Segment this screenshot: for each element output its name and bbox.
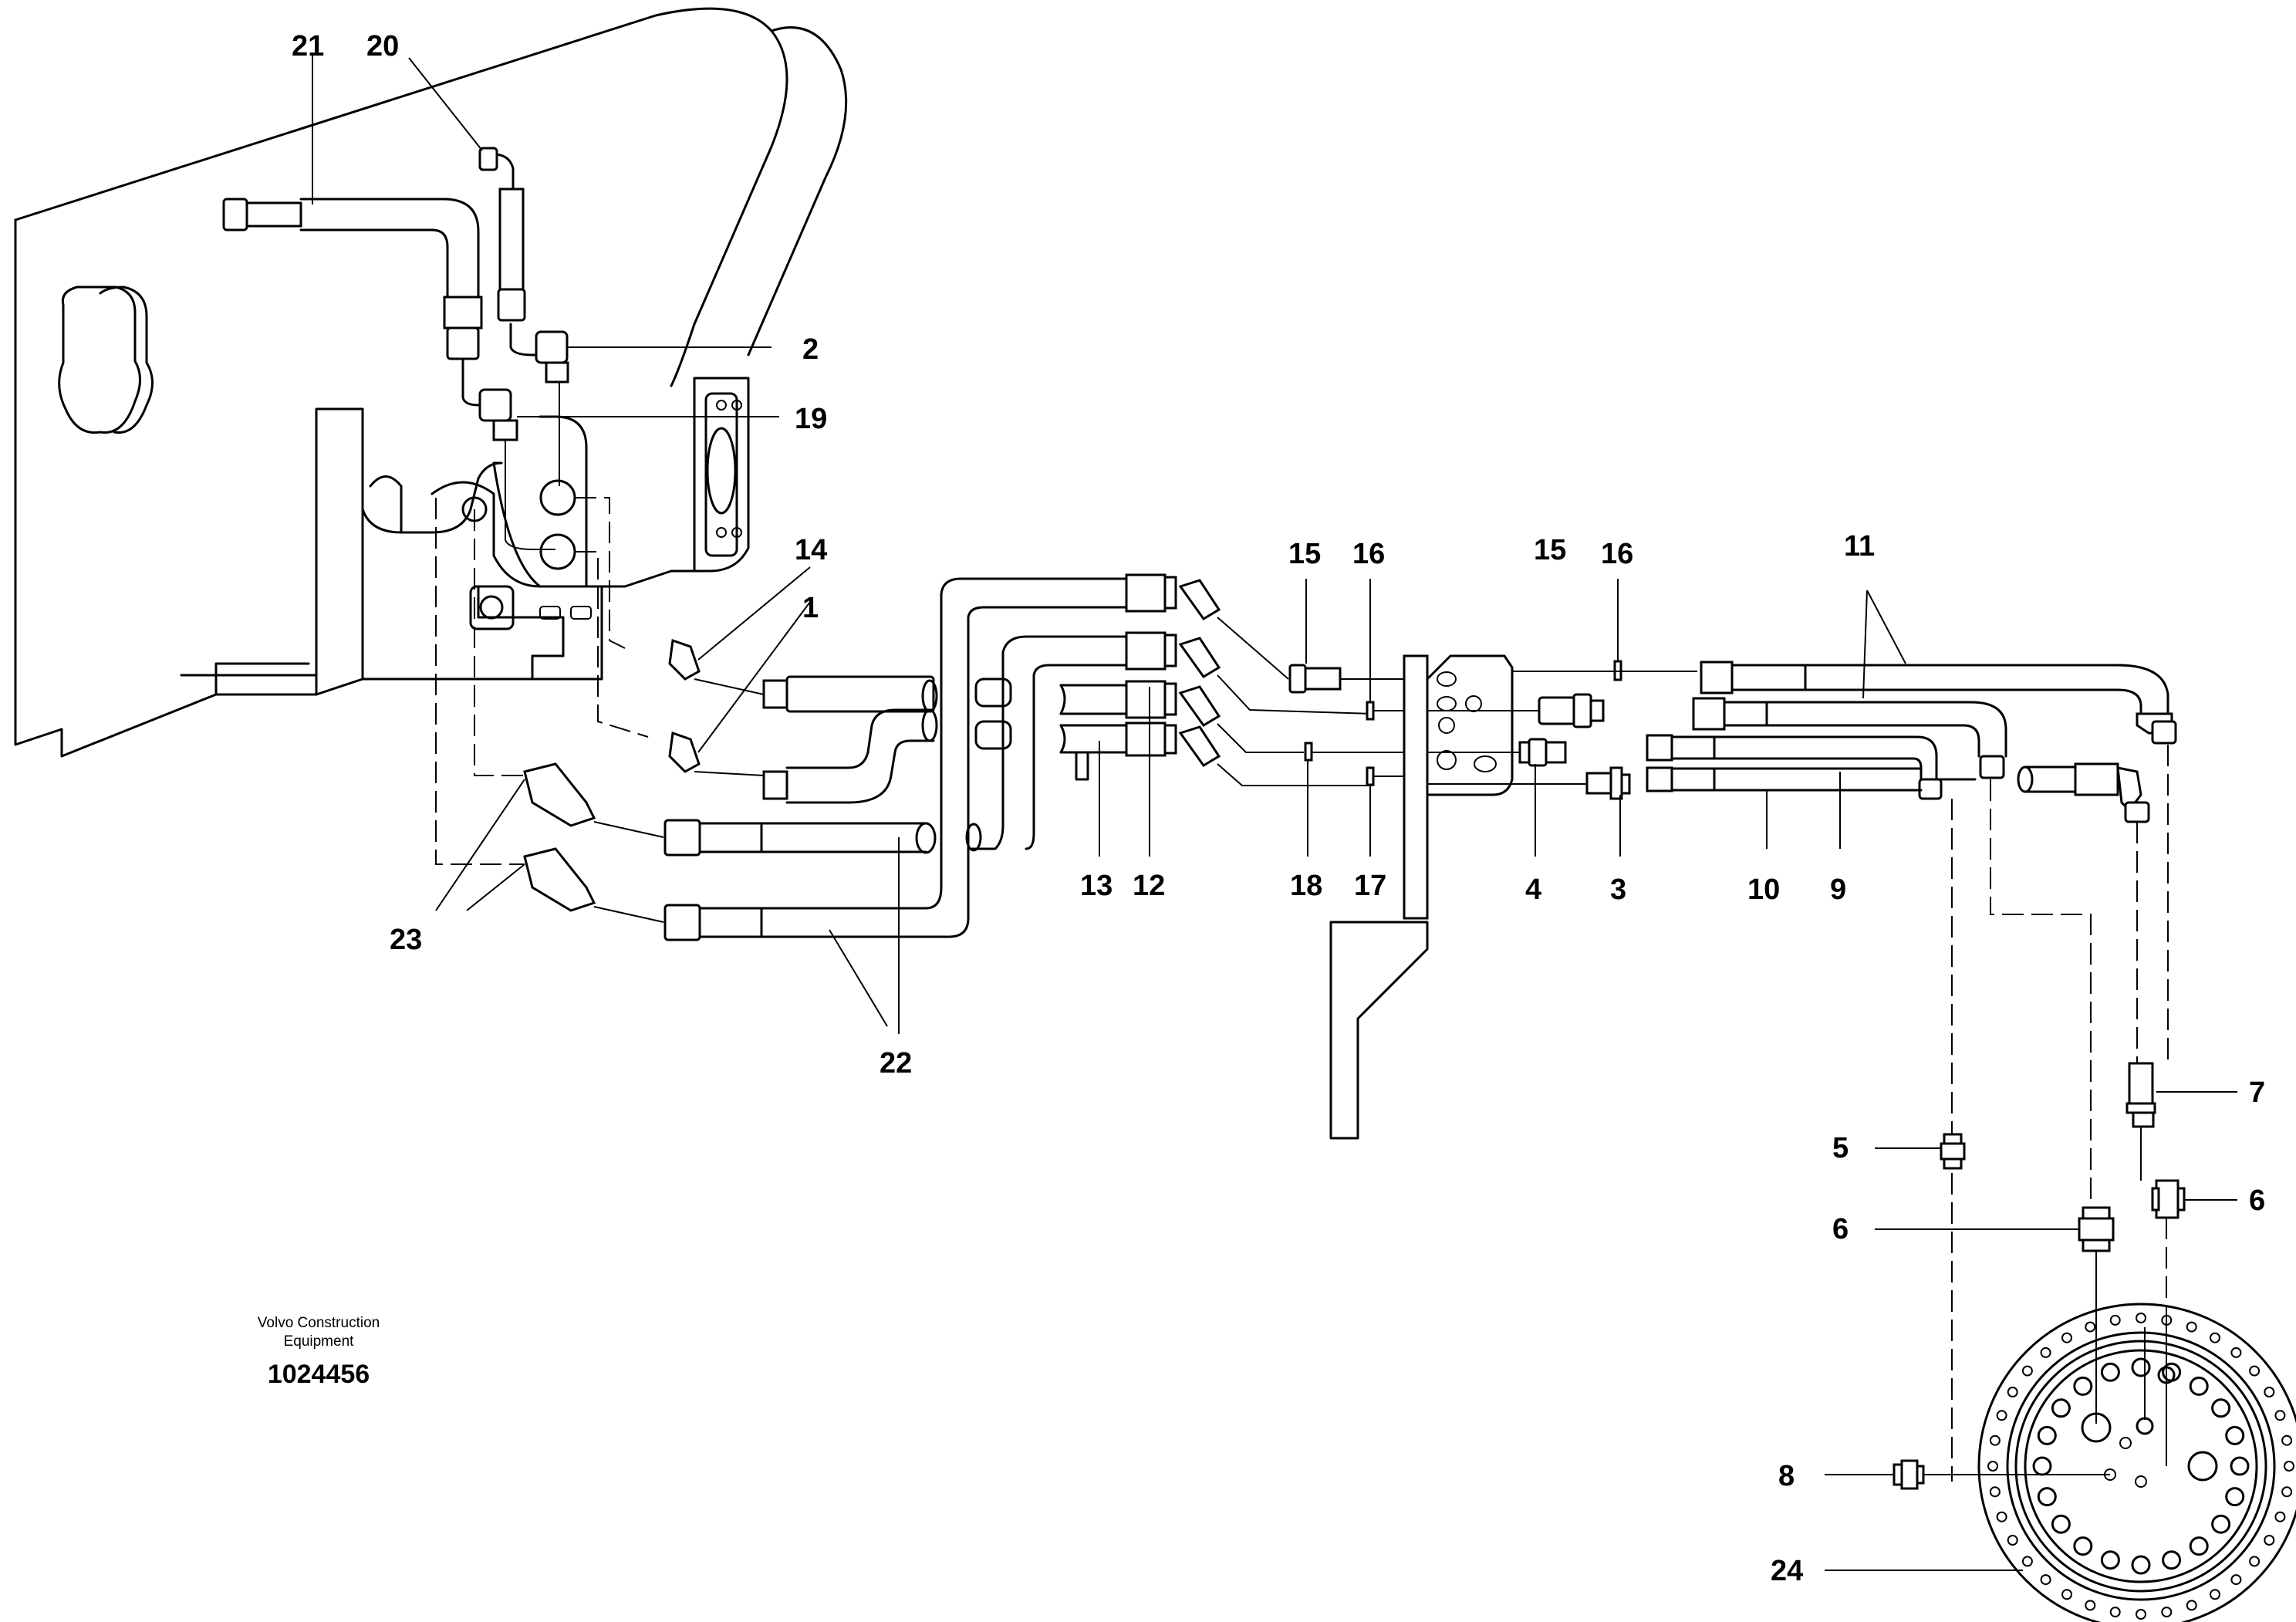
label-9: 9 bbox=[1830, 874, 1846, 906]
label-16b: 16 bbox=[1601, 538, 1633, 570]
ring-bolt-hole bbox=[2249, 1556, 2261, 1567]
ring-bolt-hole bbox=[1996, 1511, 2007, 1522]
ring-inner-hole bbox=[2131, 1357, 2151, 1377]
label-18: 18 bbox=[1290, 870, 1322, 902]
ring-bolt-hole bbox=[2186, 1600, 2197, 1611]
label-3: 3 bbox=[1610, 874, 1626, 906]
ring-bolt-hole bbox=[2061, 1332, 2072, 1343]
label-15b: 15 bbox=[1534, 534, 1566, 566]
ring-inner-hole bbox=[2100, 1362, 2120, 1382]
ring-bolt-hole bbox=[2136, 1313, 2146, 1323]
ring-bolt-hole bbox=[2040, 1574, 2051, 1586]
ring-bolt-hole bbox=[2021, 1556, 2033, 1567]
ring-bolt-hole bbox=[2061, 1589, 2072, 1600]
label-4: 4 bbox=[1525, 874, 1541, 906]
label-21: 21 bbox=[292, 30, 324, 63]
ring-inner-hole bbox=[2037, 1487, 2057, 1507]
ring-bolt-hole bbox=[2274, 1511, 2286, 1522]
label-13: 13 bbox=[1080, 870, 1113, 902]
ring-bolt-hole bbox=[2161, 1314, 2173, 1326]
ring-bolt-hole bbox=[2281, 1434, 2293, 1446]
ring-bolt-hole bbox=[2264, 1535, 2275, 1546]
label-5: 5 bbox=[1832, 1132, 1849, 1164]
ring-bolt-hole bbox=[2161, 1607, 2173, 1618]
label-11: 11 bbox=[1844, 530, 1875, 563]
ring-bolt-hole bbox=[1996, 1410, 2007, 1421]
label-19: 19 bbox=[795, 403, 827, 435]
ring-bolt-hole bbox=[2230, 1347, 2242, 1358]
drawing-number: 1024456 bbox=[268, 1360, 370, 1389]
ring-inner-hole bbox=[2032, 1456, 2052, 1476]
ring-inner-hole bbox=[2189, 1536, 2209, 1556]
label-8: 8 bbox=[1778, 1460, 1795, 1492]
ring-inner-hole bbox=[2100, 1550, 2120, 1570]
ring-bolt-hole bbox=[2085, 1600, 2096, 1611]
ring-bolt-hole bbox=[2040, 1347, 2051, 1358]
ring-inner-hole bbox=[2162, 1550, 2182, 1570]
ring-bolt-hole bbox=[2264, 1387, 2275, 1397]
label-14: 14 bbox=[795, 534, 827, 566]
ring-inner-hole bbox=[2073, 1376, 2093, 1396]
label-20: 20 bbox=[366, 30, 399, 63]
ring-bolt-hole bbox=[2007, 1387, 2018, 1397]
left-hoses-22 bbox=[523, 573, 1374, 941]
ring-inner-hole bbox=[2073, 1536, 2093, 1556]
label-12: 12 bbox=[1133, 870, 1165, 902]
center-bracket bbox=[1288, 654, 1697, 1140]
label-2: 2 bbox=[802, 333, 819, 366]
ring-bolt-hole bbox=[1989, 1434, 2001, 1446]
leader-lines bbox=[312, 54, 2237, 1571]
right-hoses bbox=[1646, 661, 2177, 1482]
ring-bolt-hole bbox=[2210, 1332, 2220, 1343]
slew-ring bbox=[1977, 1303, 2296, 1622]
ring-bolt-hole bbox=[2136, 1609, 2146, 1620]
ring-bolt-hole bbox=[2109, 1314, 2121, 1326]
ring-inner-hole bbox=[2211, 1398, 2231, 1418]
ring-inner-hole bbox=[2131, 1555, 2151, 1575]
upper-hoses bbox=[222, 147, 649, 865]
label-1: 1 bbox=[802, 592, 819, 624]
ring-inner-hole bbox=[2211, 1514, 2231, 1534]
ring-bolt-hole bbox=[2274, 1410, 2286, 1421]
frame-panel bbox=[14, 7, 848, 758]
ring-bolt-hole bbox=[1987, 1461, 1998, 1472]
ring-inner-hole bbox=[2189, 1376, 2209, 1396]
ring-bolt-hole bbox=[2249, 1365, 2261, 1377]
label-23: 23 bbox=[390, 924, 422, 956]
ring-inner-hole bbox=[2051, 1514, 2071, 1534]
part-labels: 21 20 2 19 14 1 23 22 13 12 15 16 18 17 … bbox=[292, 30, 2265, 1587]
label-22: 22 bbox=[880, 1047, 912, 1080]
ring-bolt-hole bbox=[2284, 1461, 2294, 1472]
label-15a: 15 bbox=[1288, 538, 1321, 570]
label-7: 7 bbox=[2249, 1076, 2265, 1109]
label-6a: 6 bbox=[1832, 1213, 1849, 1245]
label-16a: 16 bbox=[1352, 538, 1385, 570]
label-24: 24 bbox=[1771, 1555, 1803, 1587]
ring-inner-hole bbox=[2225, 1425, 2245, 1445]
ring-bolt-hole bbox=[2109, 1607, 2121, 1618]
label-17: 17 bbox=[1354, 870, 1386, 902]
ring-bolt-hole bbox=[2021, 1365, 2033, 1377]
ring-bolt-hole bbox=[2186, 1321, 2197, 1333]
ring-bolt-hole bbox=[2230, 1574, 2242, 1586]
caption-line2: Equipment bbox=[284, 1333, 355, 1350]
caption-line1: Volvo Construction bbox=[258, 1315, 380, 1331]
ring-inner-hole bbox=[2051, 1398, 2071, 1418]
ring-inner-hole bbox=[2230, 1456, 2250, 1476]
ring-bolt-hole bbox=[2210, 1589, 2220, 1600]
ring-bolt-hole bbox=[1989, 1486, 2001, 1498]
ring-bolt-hole bbox=[2281, 1486, 2293, 1498]
label-10: 10 bbox=[1747, 874, 1780, 906]
lower-fittings bbox=[1893, 1062, 2186, 1490]
ring-inner-hole bbox=[2037, 1425, 2057, 1445]
label-6b: 6 bbox=[2249, 1184, 2265, 1217]
ring-bolt-hole bbox=[2007, 1535, 2018, 1546]
ring-bolt-hole bbox=[2085, 1321, 2096, 1333]
ring-inner-hole bbox=[2225, 1487, 2245, 1507]
caption: Volvo Construction Equipment 1024456 bbox=[258, 1315, 380, 1389]
